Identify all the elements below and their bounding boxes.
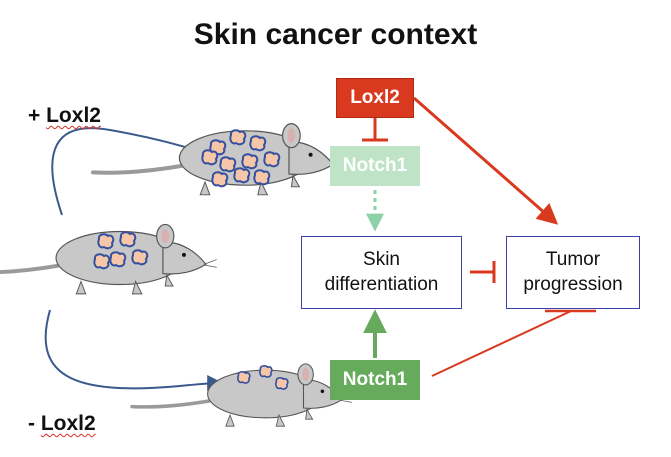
notch1-node: Notch1 — [330, 360, 420, 400]
diagram-title: Skin cancer context — [193, 18, 478, 51]
loxl2-node: Loxl2 — [336, 78, 414, 118]
plus-gene: Loxl2 — [46, 104, 101, 127]
minus-loxl2-label: - Loxl2 — [28, 412, 96, 436]
tumor-progression-node: Tumor progression — [506, 236, 640, 309]
minus-gene: Loxl2 — [40, 412, 96, 435]
notch1-faded-node: Notch1 — [330, 146, 420, 186]
skin-differentiation-node: Skin differentiation — [301, 236, 462, 309]
plus-sign: + — [28, 104, 47, 127]
plus-loxl2-label: + Loxl2 — [28, 104, 101, 128]
loxl2-to-tumor-arrow — [413, 96, 559, 225]
curve-arrow-to-minus-mouse — [44, 309, 224, 392]
minus-sign: - — [28, 412, 41, 435]
curve-arrow-to-plus-mouse — [51, 127, 209, 216]
inhibit-notch1-tumor — [431, 310, 572, 377]
